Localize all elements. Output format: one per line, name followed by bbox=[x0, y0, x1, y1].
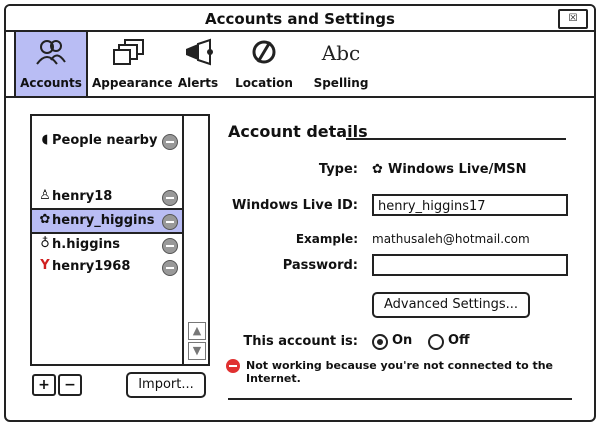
type-label: Type: bbox=[318, 162, 358, 177]
tab-accounts[interactable]: Accounts bbox=[14, 32, 88, 96]
password-label: Password: bbox=[282, 258, 358, 273]
list-item-label: h.higgins bbox=[52, 237, 120, 252]
list-item-label: henry18 bbox=[52, 189, 113, 204]
tab-label: Alerts bbox=[177, 76, 219, 90]
list-item-h-higgins[interactable]: ♁ h.higgins bbox=[32, 234, 182, 256]
svg-text:Abc: Abc bbox=[321, 41, 360, 65]
tab-label: Location bbox=[235, 76, 293, 90]
window-control-button[interactable]: ☒ bbox=[558, 9, 588, 29]
remove-item-button[interactable] bbox=[162, 134, 178, 150]
scroll-up-button[interactable]: ▲ bbox=[188, 322, 206, 340]
tab-location[interactable]: Location bbox=[232, 32, 296, 96]
windows-live-id-label: Windows Live ID: bbox=[232, 198, 358, 213]
remove-account-button[interactable]: − bbox=[58, 374, 82, 396]
remove-item-button[interactable] bbox=[162, 190, 178, 206]
add-account-button[interactable]: + bbox=[32, 374, 56, 396]
title-bar: Accounts and Settings ☒ bbox=[6, 6, 594, 32]
advanced-settings-button[interactable]: Advanced Settings... bbox=[372, 292, 530, 318]
list-item-henry18[interactable]: ♙ henry18 bbox=[32, 186, 182, 208]
error-icon bbox=[226, 359, 240, 373]
status-on-radio[interactable] bbox=[372, 334, 388, 350]
account-details-title: Account details bbox=[228, 122, 368, 141]
msn-icon: ✿ bbox=[39, 212, 51, 227]
remove-item-button[interactable] bbox=[162, 214, 178, 230]
msn-icon: ✿ bbox=[372, 162, 383, 177]
status-on-label: On bbox=[392, 333, 413, 348]
tab-label: Spelling bbox=[313, 76, 369, 90]
nearby-icon: ◖ bbox=[41, 132, 49, 147]
settings-toolbar: Accounts Appearance Alerts Location bbox=[6, 32, 594, 98]
spelling-icon: Abc bbox=[321, 41, 360, 65]
list-item-label: henry1968 bbox=[52, 259, 131, 274]
accounts-list: ◖ People nearby ♙ henry18 ✿ henry_higgin… bbox=[30, 114, 210, 366]
example-value: mathusaleh@hotmail.com bbox=[372, 232, 530, 246]
list-item-people-nearby[interactable]: ◖ People nearby bbox=[32, 130, 182, 152]
section-divider bbox=[346, 138, 566, 140]
window-title: Accounts and Settings bbox=[205, 10, 395, 28]
account-type-value: Windows Live/MSN bbox=[388, 162, 527, 177]
accounts-settings-window: Accounts and Settings ☒ Accounts Appeara… bbox=[4, 4, 596, 422]
password-input[interactable] bbox=[372, 254, 568, 276]
example-label: Example: bbox=[295, 232, 358, 246]
tab-spelling[interactable]: Abc Spelling bbox=[308, 32, 374, 96]
account-status-label: This account is: bbox=[243, 334, 358, 349]
location-icon bbox=[252, 40, 276, 64]
remove-item-button[interactable] bbox=[162, 238, 178, 254]
tab-label: Accounts bbox=[20, 76, 82, 90]
list-item-henry-higgins[interactable]: ✿ henry_higgins bbox=[32, 208, 182, 234]
status-off-radio[interactable] bbox=[428, 334, 444, 350]
list-scrollbar[interactable]: ▲ ▼ bbox=[182, 116, 208, 364]
people-icon bbox=[36, 40, 66, 65]
import-button[interactable]: Import... bbox=[126, 372, 206, 398]
accounts-panel: ◖ People nearby ♙ henry18 ✿ henry_higgin… bbox=[6, 98, 594, 420]
scroll-down-button[interactable]: ▼ bbox=[188, 342, 206, 360]
yahoo-icon: Y bbox=[40, 258, 50, 273]
tab-label: Appearance bbox=[92, 76, 173, 90]
tab-alerts[interactable]: Alerts bbox=[170, 32, 226, 96]
person-icon: ♙ bbox=[39, 188, 51, 203]
windows-live-id-input[interactable]: henry_higgins17 bbox=[372, 194, 568, 216]
section-divider-bottom bbox=[228, 398, 572, 400]
status-off-label: Off bbox=[448, 333, 470, 348]
remove-item-button[interactable] bbox=[162, 260, 178, 276]
list-item-label: People nearby bbox=[52, 133, 158, 148]
bulb-icon: ♁ bbox=[40, 236, 50, 251]
windows-stack-icon bbox=[113, 39, 144, 65]
list-item-henry1968[interactable]: Y henry1968 bbox=[32, 256, 182, 278]
error-message: Not working because you're not connected… bbox=[246, 359, 554, 385]
tab-appearance[interactable]: Appearance bbox=[92, 32, 173, 96]
list-item-label: henry_higgins bbox=[52, 213, 155, 228]
megaphone-icon bbox=[186, 38, 213, 66]
